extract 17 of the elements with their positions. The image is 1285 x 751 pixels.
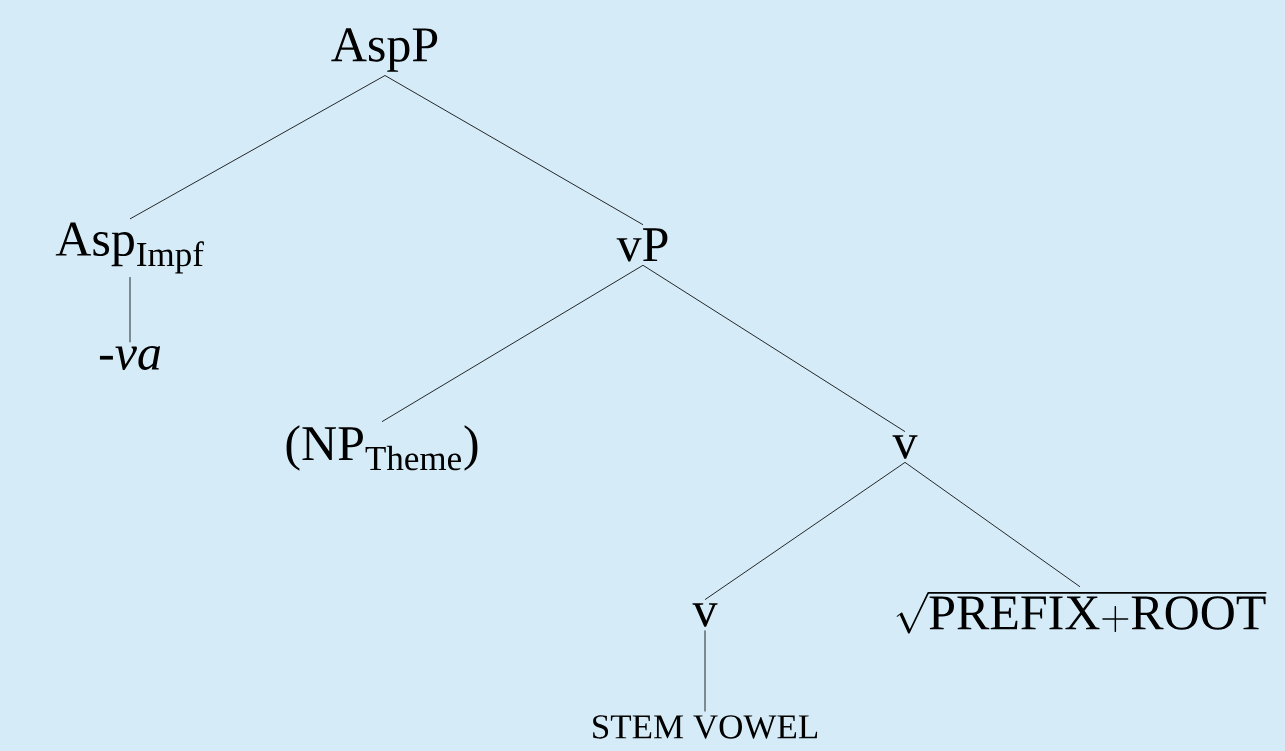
tree-label: -va xyxy=(99,346,161,371)
tree-label: v xyxy=(892,435,918,459)
tree-branch xyxy=(384,75,644,226)
tree-branch xyxy=(704,461,906,601)
tree-branch xyxy=(381,264,644,423)
tree-branch xyxy=(129,75,386,220)
tree-branch xyxy=(642,264,906,433)
tree-label: Asp$_{Impf}$ xyxy=(55,222,204,274)
tree-label: $\sqrt{\mathrm{PREFIX{+}ROOT}}$ xyxy=(896,592,1267,634)
tree-label: AspP xyxy=(331,28,438,72)
tree-label: STEM VOWEL xyxy=(593,715,818,739)
tree-branch xyxy=(704,629,706,712)
tree-label: v xyxy=(692,603,718,627)
tree-label: (NP$_{Theme}$) xyxy=(286,425,478,471)
tree-branch xyxy=(904,461,1081,588)
tree-branch xyxy=(129,276,131,343)
tree-label: vP xyxy=(616,228,668,262)
